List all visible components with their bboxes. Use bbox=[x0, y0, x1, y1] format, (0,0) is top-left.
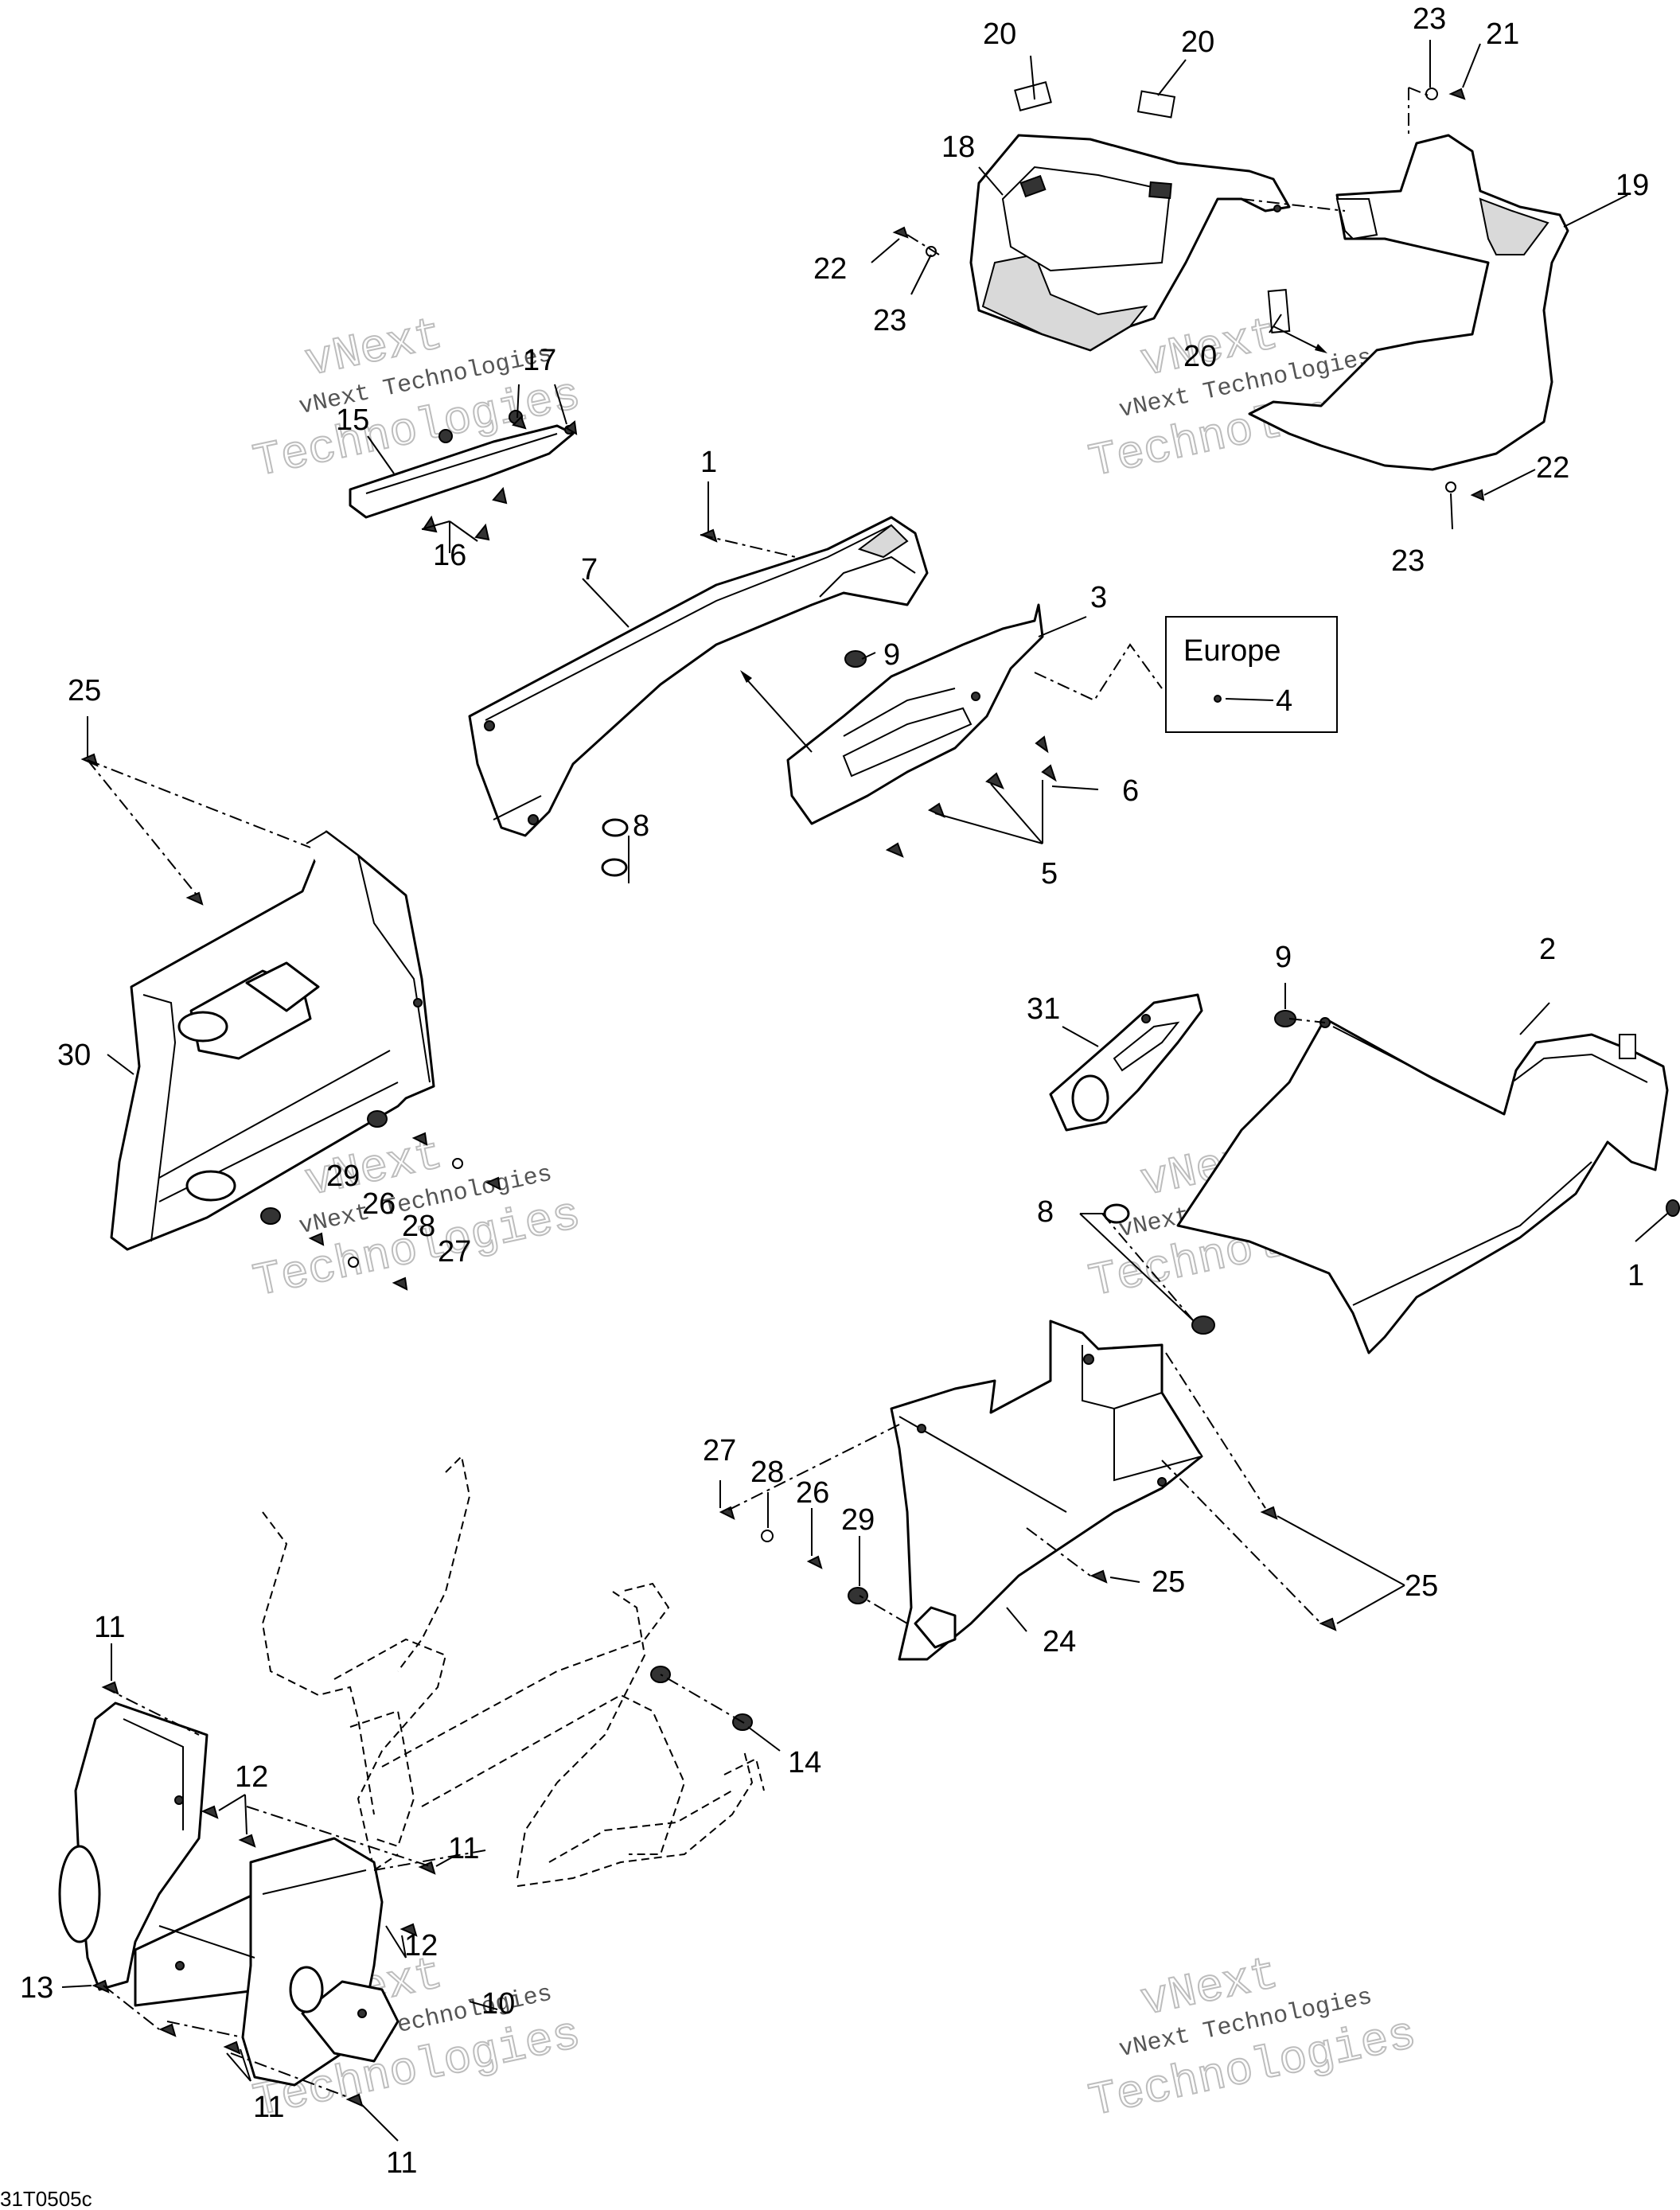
part-2-side-panel bbox=[1176, 1017, 1669, 1354]
frame-dashed bbox=[261, 1454, 765, 1887]
callout-16: 16 bbox=[433, 539, 466, 572]
drawing-reference-code: 31T0505c bbox=[0, 2187, 92, 2210]
callout-29-b: 29 bbox=[841, 1503, 875, 1537]
callout-1-b: 1 bbox=[1627, 1259, 1644, 1292]
screw-21 bbox=[1448, 88, 1466, 100]
leader-lines bbox=[61, 40, 1668, 2142]
part-31-cover bbox=[1049, 993, 1203, 1132]
callout-20-b: 20 bbox=[1181, 25, 1214, 59]
part-15-bracket bbox=[349, 410, 575, 541]
callout-22-a: 22 bbox=[813, 252, 847, 286]
callout-31: 31 bbox=[1027, 992, 1060, 1026]
callout-17: 17 bbox=[523, 344, 556, 377]
callout-11-b: 11 bbox=[448, 1832, 479, 1865]
callout-6: 6 bbox=[1122, 774, 1139, 808]
callout-3: 3 bbox=[1090, 581, 1107, 614]
callout-23-c: 23 bbox=[1391, 544, 1425, 578]
washer-23-top bbox=[1425, 88, 1438, 100]
callout-22-b: 22 bbox=[1536, 451, 1569, 485]
callout-11-d: 11 bbox=[386, 2146, 417, 2180]
callout-21: 21 bbox=[1486, 18, 1519, 51]
callout-11-a: 11 bbox=[94, 1611, 125, 1644]
callout-27-b: 27 bbox=[703, 1434, 736, 1467]
callout-7: 7 bbox=[581, 553, 598, 587]
fasteners bbox=[80, 88, 1680, 2107]
callout-30: 30 bbox=[57, 1039, 91, 1072]
callout-24: 24 bbox=[1043, 1625, 1076, 1658]
callout-20-a: 20 bbox=[983, 18, 1016, 51]
callout-8-a: 8 bbox=[633, 809, 649, 843]
callout-labels: 20 20 23 21 18 19 22 23 17 15 20 22 23 1… bbox=[20, 2, 1649, 2180]
assembly-arrows bbox=[740, 325, 1327, 753]
europe-note-box: Europe bbox=[1165, 616, 1338, 733]
callout-4: 4 bbox=[1276, 684, 1292, 718]
part-24-lower-panel bbox=[890, 1319, 1203, 1661]
callout-23-a: 23 bbox=[1413, 2, 1446, 36]
callout-9-a: 9 bbox=[883, 638, 900, 672]
part-7-side-panel bbox=[468, 516, 929, 837]
callout-13: 13 bbox=[20, 1971, 53, 2005]
callout-14: 14 bbox=[788, 1746, 821, 1779]
callout-11-c: 11 bbox=[253, 2091, 284, 2124]
callout-25-c: 25 bbox=[1405, 1569, 1438, 1603]
callout-1-a: 1 bbox=[700, 446, 717, 479]
callout-28-b: 28 bbox=[750, 1456, 784, 1489]
callout-26-a: 26 bbox=[362, 1187, 396, 1221]
europe-label: Europe bbox=[1183, 634, 1281, 668]
callout-23-b: 23 bbox=[873, 304, 906, 337]
callout-28-a: 28 bbox=[402, 1210, 435, 1243]
callout-9-b: 9 bbox=[1275, 941, 1292, 974]
part-10-bumper-covers bbox=[58, 1701, 400, 2087]
callout-25-a: 25 bbox=[68, 674, 101, 707]
callout-15: 15 bbox=[336, 403, 369, 437]
callout-18: 18 bbox=[941, 131, 975, 164]
part-18-footwell-tray bbox=[969, 134, 1291, 352]
callout-26-b: 26 bbox=[796, 1476, 829, 1510]
callout-27-a: 27 bbox=[438, 1235, 471, 1269]
callout-29-a: 29 bbox=[326, 1160, 360, 1193]
watermark-bottom-right: vNext Technologies vNext Technologies bbox=[1084, 1948, 1421, 2130]
callout-12-b: 12 bbox=[404, 1929, 438, 1962]
part-19-footwell-tray bbox=[1248, 134, 1569, 471]
callout-25-b: 25 bbox=[1152, 1565, 1185, 1599]
assembly-lines bbox=[87, 87, 1429, 2098]
part-30-front-shield bbox=[110, 830, 435, 1251]
part-20-pads-top bbox=[1014, 81, 1176, 119]
callout-10: 10 bbox=[481, 1987, 515, 2021]
callout-12-a: 12 bbox=[235, 1760, 268, 1794]
callout-8-b: 8 bbox=[1037, 1195, 1054, 1229]
part-3-panel bbox=[786, 603, 1044, 825]
callout-5: 5 bbox=[1041, 857, 1058, 891]
callout-2: 2 bbox=[1539, 933, 1556, 966]
callout-20-c: 20 bbox=[1183, 340, 1217, 373]
callout-19: 19 bbox=[1616, 169, 1649, 202]
